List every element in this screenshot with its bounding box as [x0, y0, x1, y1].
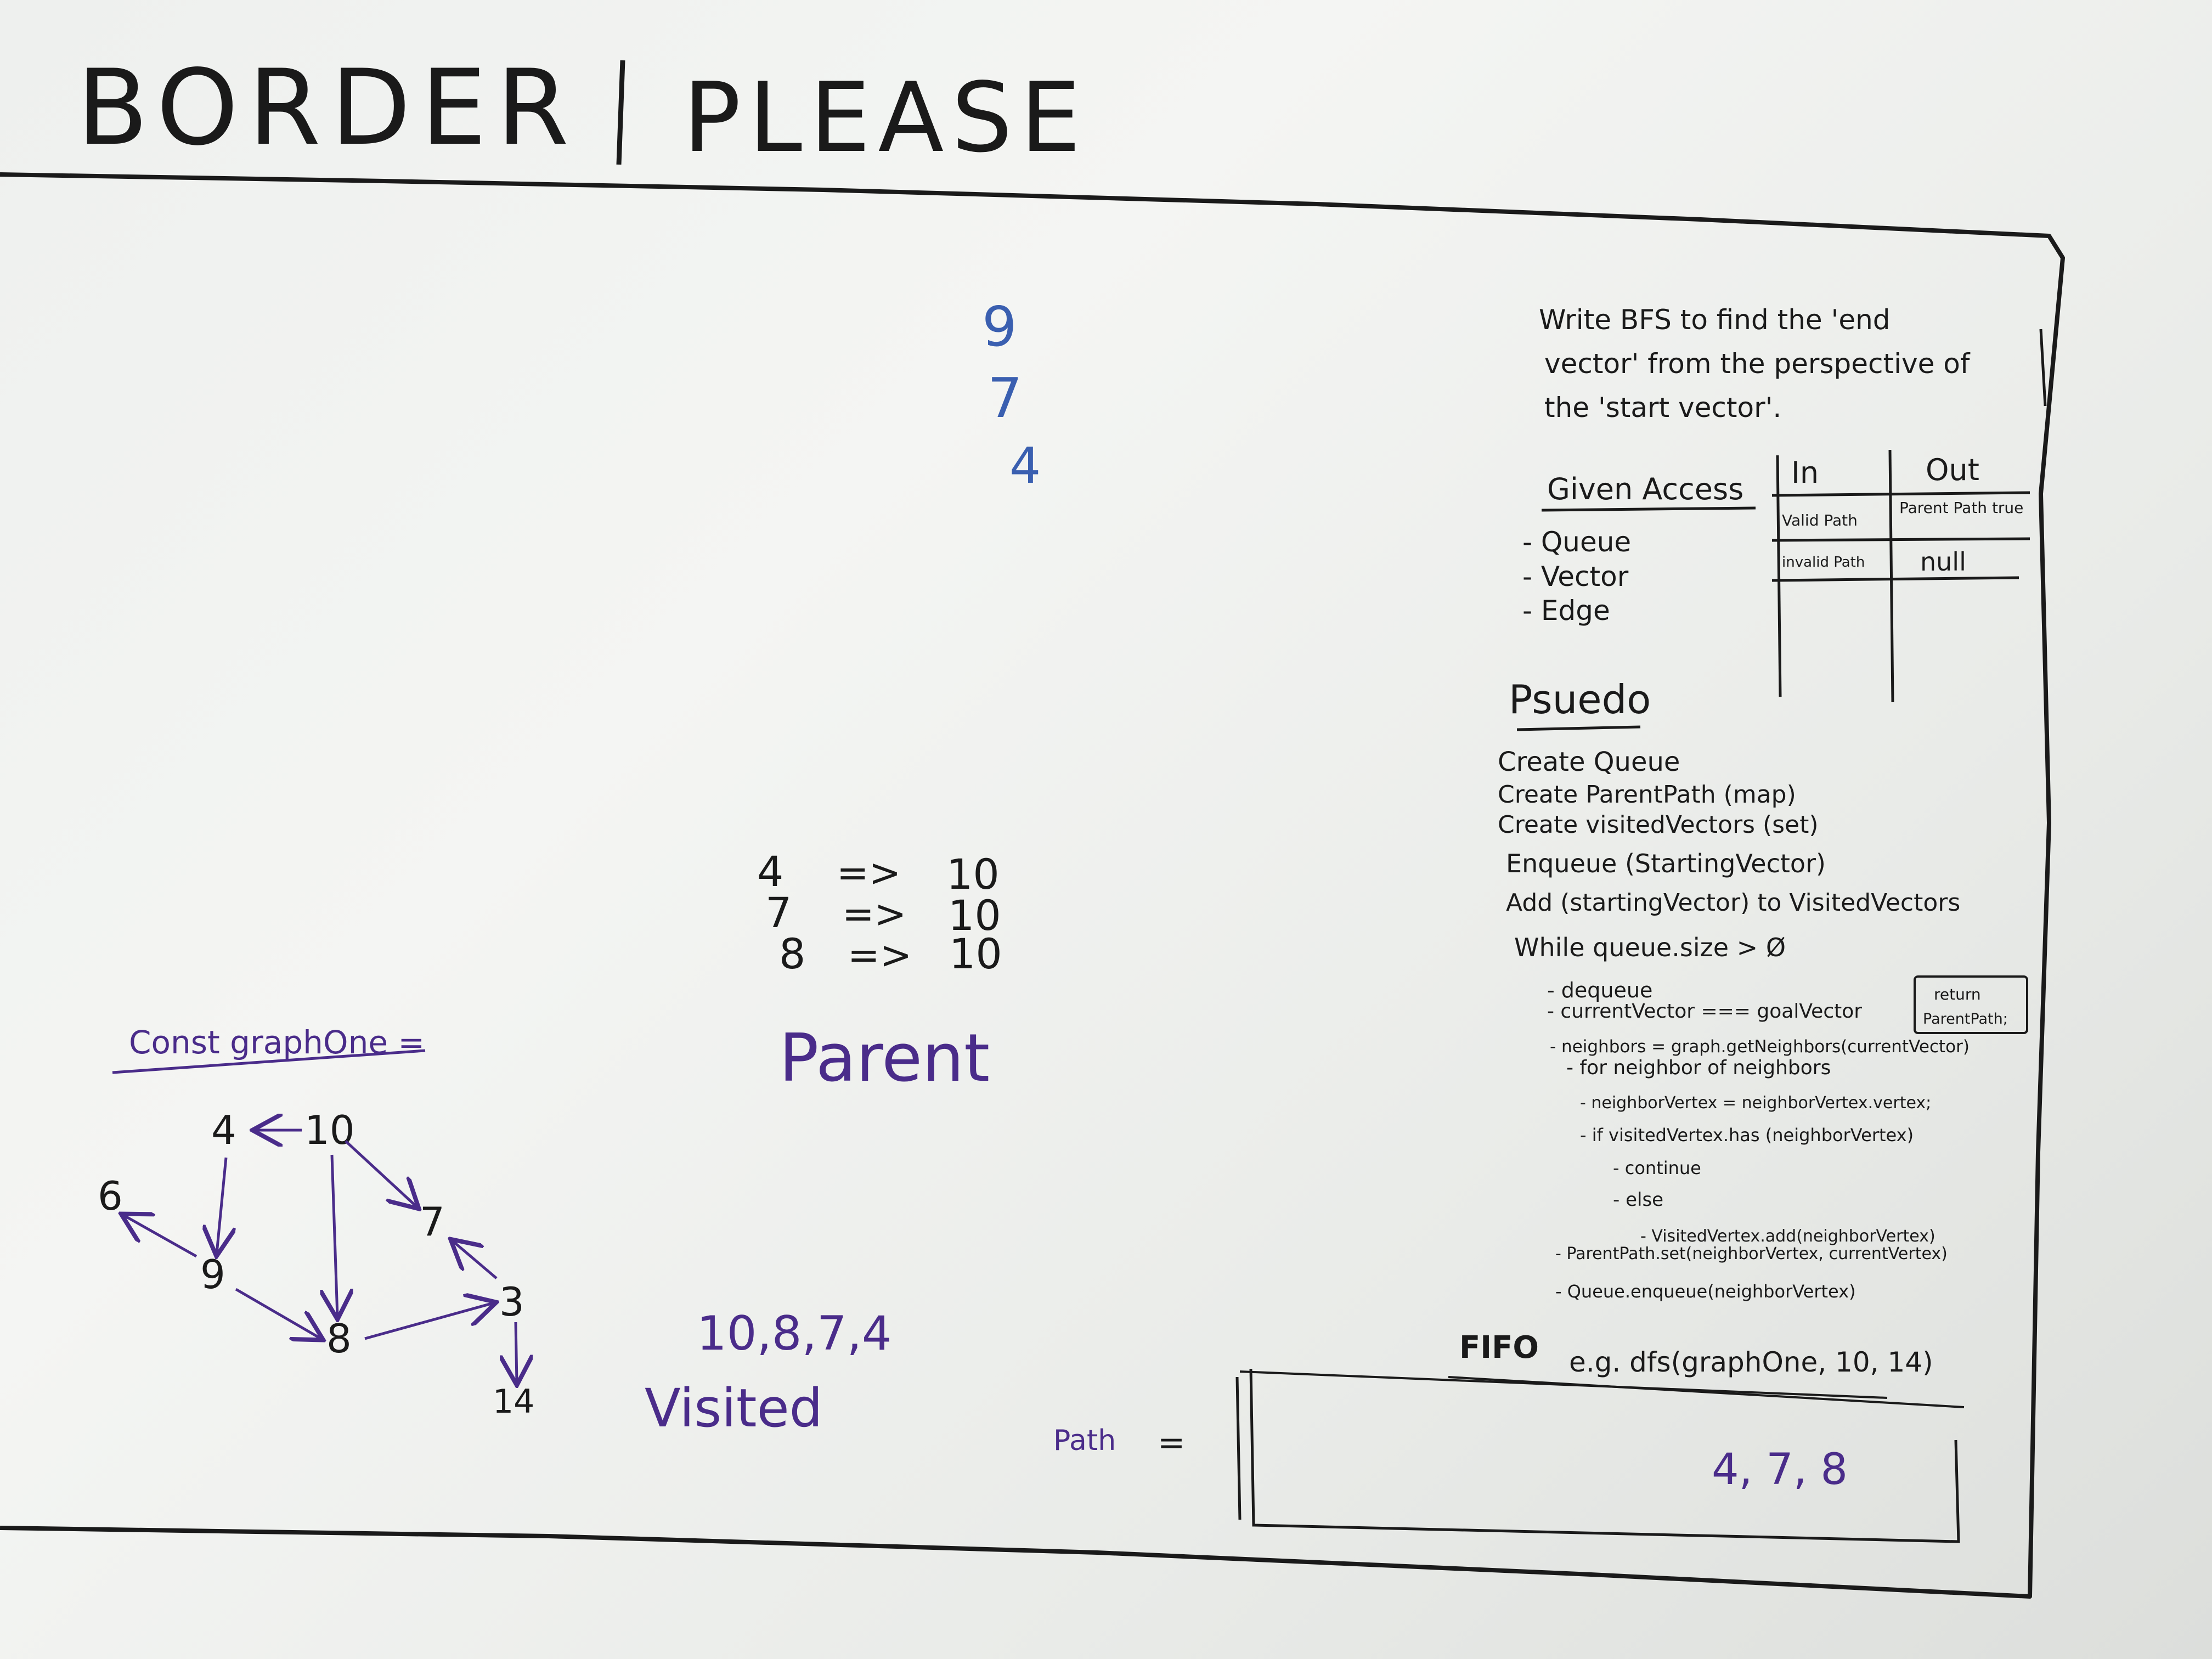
pseudo-line: - else: [1613, 1189, 1663, 1211]
header-divider: [616, 60, 625, 165]
graph-node: 14: [493, 1383, 534, 1421]
svg-text:4: 4: [757, 847, 783, 896]
svg-text:Write BFS to find the 'end: Write BFS to find the 'end: [1539, 304, 1891, 336]
svg-text:7: 7: [988, 366, 1023, 430]
pseudo-line: - neighbors = graph.getNeighbors(current…: [1550, 1037, 1970, 1057]
svg-text:=>: =>: [842, 891, 906, 936]
given-item: - Queue: [1522, 526, 1631, 558]
io-table: In Out Valid Path Parent Path true inval…: [1771, 449, 2030, 703]
problem-statement: Write BFS to find the 'end vector' from …: [1539, 304, 1971, 424]
pseudo-line: Enqueue (StartingVector): [1506, 849, 1826, 878]
graph-node: 3: [499, 1279, 524, 1325]
pseudo-line: Create ParentPath (map): [1498, 781, 1796, 809]
parent-label: Parent: [779, 1020, 990, 1097]
given-access: Given Access - Queue - Vector - Edge: [1522, 472, 1756, 627]
svg-text:8: 8: [779, 929, 805, 978]
pseudo-line: While queue.size > Ø: [1514, 933, 1786, 962]
fifo-example: FIFO e.g. dfs(graphOne, 10, 14): [1448, 1330, 1965, 1408]
svg-text:9: 9: [982, 295, 1017, 359]
visited-values: 10,8,7,4: [697, 1306, 892, 1361]
pseudo-line: Create Queue: [1498, 747, 1680, 777]
io-cell: null: [1920, 547, 1966, 577]
svg-text:the 'start vector'.: the 'start vector'.: [1544, 392, 1781, 424]
fifo-example-text: e.g. dfs(graphOne, 10, 14): [1569, 1346, 1933, 1378]
frame-tick: [2039, 329, 2047, 407]
io-header-in: In: [1791, 455, 1819, 490]
graph-node: 7: [420, 1199, 445, 1245]
svg-text:10: 10: [949, 929, 1002, 978]
pseudo-line: - for neighbor of neighbors: [1566, 1057, 1831, 1079]
graph-title: Const graphOne =: [129, 1024, 425, 1061]
io-header-out: Out: [1926, 453, 1979, 487]
board-frame: [0, 172, 2065, 1599]
header-please: PLEASE: [683, 63, 1088, 174]
visited-label: Visited: [645, 1378, 823, 1439]
graph-node: 8: [326, 1316, 352, 1362]
pseudo-line: - dequeue: [1547, 978, 1652, 1002]
given-title: Given Access: [1547, 472, 1743, 506]
path-result: Path = 4, 7, 8: [1053, 1368, 1960, 1543]
path-equals: =: [1158, 1424, 1185, 1462]
return-box-line: return: [1934, 985, 1981, 1003]
pseudo-line: - if visitedVertex.has (neighborVertex): [1580, 1125, 1914, 1146]
return-box: [1914, 975, 2028, 1034]
pseudo-title: Psuedo: [1509, 676, 1651, 723]
graph-node: 6: [98, 1173, 123, 1219]
path-label: Path: [1053, 1424, 1116, 1457]
visited-list: 10,8,7,4 Visited: [645, 1306, 892, 1439]
pseudo-line: Create visitedVectors (set): [1498, 811, 1819, 839]
svg-text:vector' from the perspective o: vector' from the perspective of: [1544, 348, 1971, 380]
pseudo-line: - neighborVertex = neighborVertex.vertex…: [1580, 1093, 1931, 1113]
header-border: BORDER: [77, 47, 579, 168]
stack-numbers: 9 7 4: [982, 295, 1041, 495]
given-item: - Edge: [1522, 595, 1610, 627]
graph-node: 4: [211, 1107, 236, 1153]
given-item: - Vector: [1522, 561, 1629, 592]
io-cell: Parent Path true: [1899, 499, 2023, 517]
svg-text:10: 10: [948, 891, 1001, 940]
graph-one: Const graphOne = 4 10 6 9 7 8 3 14: [98, 1024, 534, 1421]
svg-text:10: 10: [946, 850, 1000, 899]
fifo-label: FIFO: [1459, 1330, 1539, 1365]
pseudo-line: - Queue.enqueue(neighborVertex): [1555, 1281, 1856, 1302]
pseudo-line: - ParentPath.set(neighborVertex, current…: [1555, 1244, 1948, 1263]
graph-node: 10: [304, 1107, 355, 1153]
return-box-line: ParentPath;: [1923, 1011, 2008, 1028]
pseudo-line: - currentVector === goalVector: [1547, 1000, 1862, 1023]
svg-text:=>: =>: [848, 933, 912, 978]
parent-map: 4 => 10 7 => 10 8 => 10 Parent: [757, 847, 1002, 1097]
path-value: 4, 7, 8: [1712, 1445, 1848, 1494]
io-cell: invalid Path: [1782, 554, 1865, 571]
svg-text:7: 7: [765, 888, 792, 937]
graph-node: 9: [200, 1251, 225, 1297]
pseudo-line: Add (startingVector) to VisitedVectors: [1506, 889, 1960, 917]
svg-text:4: 4: [1009, 437, 1041, 495]
pseudo-line: - VisitedVertex.add(neighborVertex): [1640, 1227, 1936, 1246]
pseudo-line: - continue: [1613, 1158, 1701, 1178]
svg-text:=>: =>: [837, 850, 901, 895]
pseudo-code: Psuedo Create Queue Create ParentPath (m…: [1498, 676, 2028, 1302]
io-cell: Valid Path: [1782, 511, 1858, 529]
